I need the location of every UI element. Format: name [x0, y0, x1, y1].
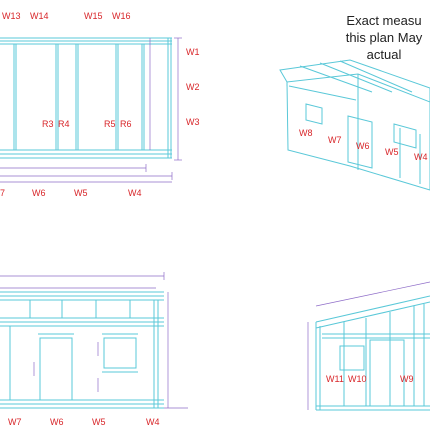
bottom-right-dimensions: [307, 281, 430, 410]
wall-label: W6: [32, 188, 46, 198]
wall-label: W2: [186, 82, 200, 92]
rafter-label: R4: [58, 119, 70, 129]
wall-label: W16: [112, 11, 131, 21]
wall-label: W7: [328, 135, 342, 145]
measurement-note: Exact measu this plan May actual: [338, 12, 430, 63]
rafter-label: R6: [120, 119, 132, 129]
note-line: this plan May: [345, 30, 423, 45]
wall-label: W14: [30, 11, 49, 21]
wall-label: W10: [348, 374, 367, 384]
wall-label: W11: [326, 374, 344, 384]
wall-label: 7: [0, 188, 6, 198]
rafter-label: R5: [104, 119, 116, 129]
note-line: Exact measu: [346, 13, 422, 28]
wall-label: W15: [84, 11, 103, 21]
wall-label: W1: [186, 47, 200, 57]
wall-label: W5: [92, 417, 106, 427]
wall-label: W5: [385, 147, 399, 157]
wall-label: W4: [146, 417, 160, 427]
top-right-shed: [279, 59, 430, 191]
wall-label: W6: [50, 417, 64, 427]
wall-label: W9: [400, 374, 414, 384]
wall-label: W4: [128, 188, 142, 198]
wall-label: W13: [2, 11, 21, 21]
note-line: actual: [366, 47, 402, 62]
wall-label: W8: [299, 128, 313, 138]
wall-label: W6: [356, 141, 370, 151]
bottom-left-elevation: [0, 291, 164, 409]
wall-label: W7: [8, 417, 22, 427]
rafter-label: R3: [42, 119, 54, 129]
wall-label: W3: [186, 117, 200, 127]
wall-label: W4: [414, 152, 428, 162]
top-left-dimensions: [0, 37, 182, 183]
wall-label: W5: [74, 188, 88, 198]
bottom-left-dimensions: [0, 272, 188, 409]
top-left-frame: [0, 37, 172, 159]
bottom-right-elevation: [315, 295, 430, 411]
